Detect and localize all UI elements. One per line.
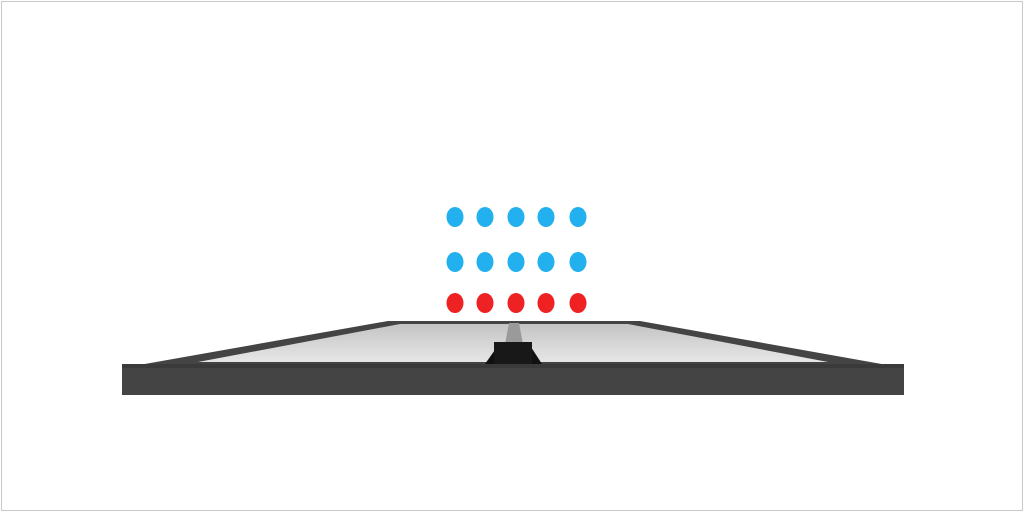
blue-brick [507, 252, 525, 272]
brick-grid [446, 207, 587, 313]
blue-brick [476, 207, 494, 227]
red-brick [476, 293, 494, 313]
red-brick [537, 293, 555, 313]
blue-brick [569, 252, 587, 272]
blue-brick [446, 252, 464, 272]
blue-brick [507, 207, 525, 227]
red-brick [507, 293, 525, 313]
center-line [505, 323, 523, 344]
paddle[interactable] [485, 342, 542, 364]
blue-brick [537, 252, 555, 272]
board-rim-edge [122, 364, 904, 368]
blue-brick [537, 207, 555, 227]
red-brick [446, 293, 464, 313]
blue-brick [476, 252, 494, 272]
blue-brick [446, 207, 464, 227]
blue-brick [569, 207, 587, 227]
red-brick [569, 293, 587, 313]
